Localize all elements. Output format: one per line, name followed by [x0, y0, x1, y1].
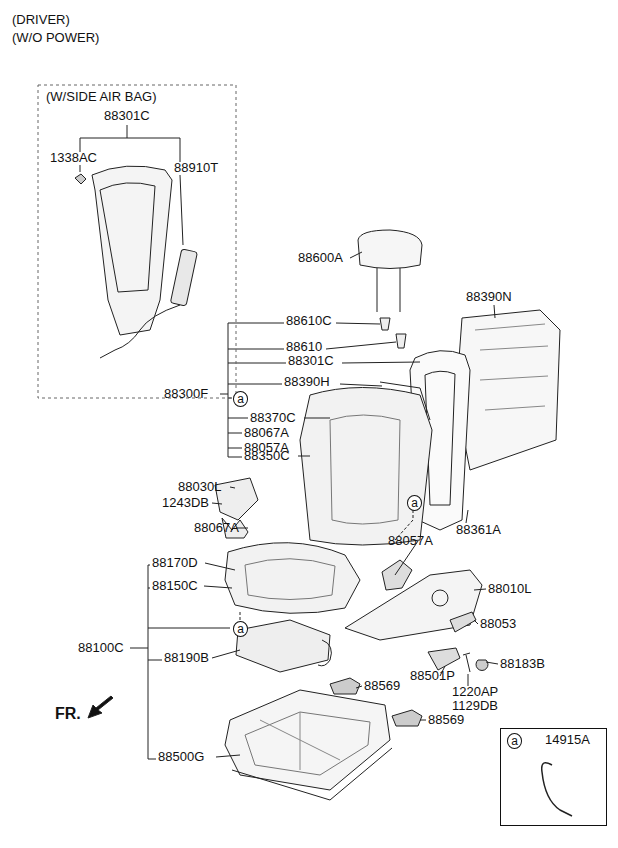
reference-circle: a: [233, 391, 248, 407]
part-number: 88301C: [288, 353, 334, 369]
reference-letter: a: [411, 497, 418, 509]
reference-box: 14915A a: [500, 728, 607, 826]
part-number: 88030L: [178, 479, 221, 495]
part-number: 88361A: [456, 522, 501, 538]
group-title: (W/SIDE AIR BAG): [46, 89, 157, 105]
header-note: (W/O POWER): [12, 30, 99, 46]
part-number: 88370C: [250, 410, 296, 426]
part-number: 88150C: [152, 578, 198, 594]
reference-circle: a: [407, 495, 422, 511]
part-number: 88501P: [410, 668, 455, 684]
part-number: 88010L: [488, 581, 531, 597]
part-number: 88390H: [284, 374, 330, 390]
part-number: 88190B: [164, 650, 209, 666]
part-number: 88600A: [298, 250, 343, 266]
reference-circle: a: [507, 733, 522, 749]
part-number: 88170D: [152, 555, 198, 571]
part-number: 88183B: [500, 656, 545, 672]
part-number: 88350C: [244, 448, 290, 464]
part-number: 1129DB: [452, 698, 498, 714]
part-number: 1243DB: [162, 495, 209, 511]
front-indicator: FR.: [55, 706, 81, 722]
part-number: 88057A: [388, 533, 433, 549]
option-group-box: (W/SIDE AIR BAG): [38, 85, 236, 398]
reference-letter: a: [511, 735, 518, 747]
part-number: 88053: [480, 616, 516, 632]
part-number: 88390N: [466, 289, 512, 305]
part-number: 1338AC: [50, 150, 97, 166]
part-number: 88500G: [158, 749, 204, 765]
header-note: (DRIVER): [12, 12, 70, 28]
part-number: 1220AP: [452, 684, 498, 700]
part-number: 88301C: [104, 108, 150, 124]
group-title: 14915A: [545, 732, 590, 748]
reference-letter: a: [237, 623, 244, 635]
part-number: 88100C: [78, 640, 124, 656]
part-number: 88067A: [244, 425, 289, 441]
part-number: 88610: [286, 339, 322, 355]
part-number: 88569: [428, 712, 464, 728]
reference-circle: a: [233, 621, 248, 637]
part-number: 88569: [364, 678, 400, 694]
part-number: 88910T: [174, 160, 218, 176]
part-number: 88610C: [286, 313, 332, 329]
part-number: 88300F: [164, 386, 208, 402]
reference-letter: a: [237, 393, 244, 405]
part-number: 88067A: [194, 520, 239, 536]
